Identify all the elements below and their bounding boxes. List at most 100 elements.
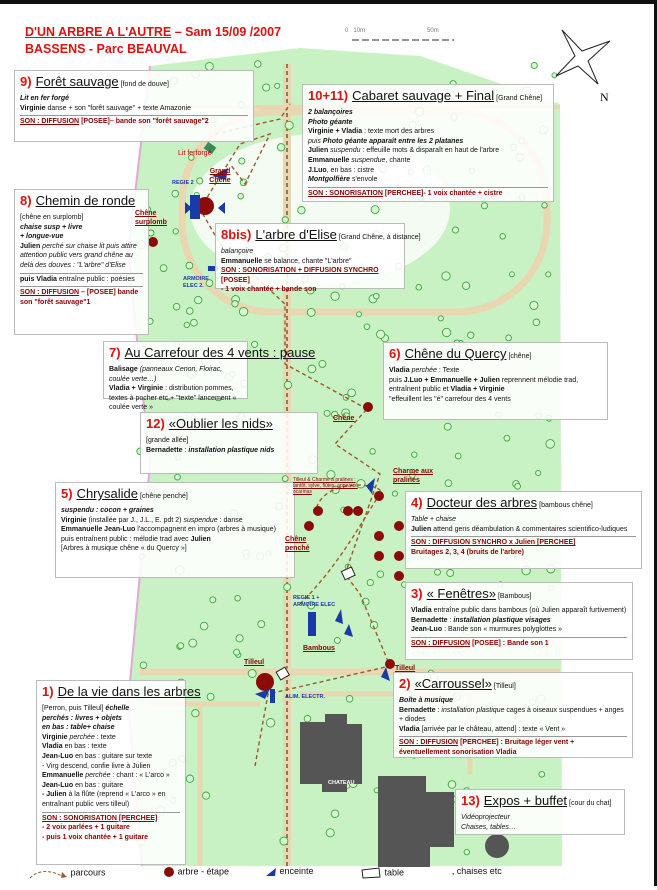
stage-text: entraîne public : poésies xyxy=(56,275,135,283)
tree-icon xyxy=(194,295,203,305)
title-location: BASSENS - Parc BEAUVAL xyxy=(25,42,187,56)
stage-text: perchés : livres + objets xyxy=(42,714,122,722)
stage-box-5: 5)Chrysalide[chêne penché]suspendu : coc… xyxy=(55,482,295,578)
legend-label: arbre - étape xyxy=(177,866,230,877)
tree-icon xyxy=(183,321,190,329)
stage-text: Montgolfière xyxy=(308,176,350,184)
stage-header: 13)Expos + buffet[cour du chat] xyxy=(461,793,619,812)
tree-icon xyxy=(209,596,217,604)
stage-line: SON : SONORISATION + DIFFUSION SYNCHRO [… xyxy=(221,266,399,285)
stage-tree-icon xyxy=(374,531,384,541)
stage-text: installation plastique visages xyxy=(453,616,551,624)
tree-icon xyxy=(441,271,451,281)
stage-line: Julien suspendu : effeuille mots & dispa… xyxy=(308,146,548,156)
stage-text: Bernadette xyxy=(146,446,183,454)
stage-text: J.Luo + Emmanuelle + Julien xyxy=(403,376,500,384)
control-units xyxy=(190,195,316,703)
stage-text: entraîne public dans bambous (où Julien … xyxy=(431,607,627,614)
stage-text: perché sur chaise lit puis attire attent… xyxy=(20,242,137,269)
tree-icon xyxy=(283,380,293,390)
tree-icon xyxy=(274,82,281,89)
stage-text: reprennent mélodie trad, entraînent publ… xyxy=(389,376,579,394)
stage-text: installation plastique xyxy=(441,706,505,714)
stage-text: , chante xyxy=(385,156,411,164)
map-label-tilleul-1: Tilleul xyxy=(244,659,265,666)
stage-note: [cour du chat] xyxy=(569,800,612,807)
stage-number: 1) xyxy=(42,684,54,699)
stage-text: suspendue xyxy=(183,516,218,524)
stage-header: 2)«Carroussel»[Tilleul] xyxy=(399,676,627,695)
stage-line: Julien attend gens déambulation & commen… xyxy=(411,525,636,535)
sound-text: Bruitages 2, 3, 4 (bruits de l'arbre) xyxy=(411,548,524,556)
tree-icon xyxy=(499,233,506,240)
stage-line: - 2 voix parlées + 1 guitare xyxy=(42,823,180,833)
stage-text: [chêne en surplomb] xyxy=(20,214,84,221)
stage-text: cages à oiseaux suspendues + anges + dio… xyxy=(399,706,624,724)
tree-icon xyxy=(206,692,215,701)
tree-icon xyxy=(172,228,179,235)
stage-tree-icon xyxy=(196,197,214,215)
stage-note: [fond de douve] xyxy=(120,81,169,88)
stage-tree-icon xyxy=(374,491,384,501)
tree-icon xyxy=(530,61,538,70)
tree-icon xyxy=(281,216,289,224)
tree-icon xyxy=(532,318,541,327)
stage-text: (installée par J., J.L., E. pdt 2) xyxy=(86,516,184,524)
tree-icon xyxy=(279,836,289,846)
stage-line: perchés : livres + objets xyxy=(42,714,180,724)
stage-number: 9) xyxy=(20,74,32,89)
stage-title: Chêne du Quercy xyxy=(404,346,507,361)
stage-text: : texte mort des arbres xyxy=(362,128,435,136)
stage-text: , en bas : cistre xyxy=(326,166,375,174)
tree-icon xyxy=(545,271,552,278)
stage-text: Emmanuelle xyxy=(221,257,263,265)
map-label-bambous: Bambous xyxy=(303,645,335,652)
tree-icon xyxy=(196,177,204,185)
stage-box-8bis: 8bis)L'arbre d'Elise[Grand Chêne, à dist… xyxy=(215,223,421,293)
stage-text: Julien xyxy=(20,242,41,250)
map-label-alim: ALIM. ELECTR. xyxy=(285,694,326,700)
stage-text: suspendu : cocon + graines xyxy=(61,507,154,514)
stage-note: [Bambous] xyxy=(497,593,532,600)
stage-line: suspendu : cocon + graines xyxy=(61,506,289,516)
stage-text: Lit en fer forgé xyxy=(20,95,70,102)
tree-icon xyxy=(306,307,316,317)
legend-enceinte: enceinte xyxy=(265,866,314,877)
stage-text: Boîte à musique xyxy=(399,697,454,704)
stage-line: [Perron, puis Tilleul] échelle xyxy=(42,704,180,714)
stage-line: Jean-Luo en bas : guitare xyxy=(42,781,180,791)
tree-icon xyxy=(331,410,339,419)
tree-icon xyxy=(262,83,271,92)
stage-tree-icon xyxy=(304,521,314,531)
stage-text: perchée xyxy=(83,772,111,780)
stage-line: Vidéoprojecteur xyxy=(461,813,619,823)
tree-icon xyxy=(326,470,336,480)
stage-line: + longue-vue xyxy=(20,232,143,242)
stage-line: puis Photo géante apparaît entre les 2 p… xyxy=(308,137,548,147)
stage-line: Bernadette : installation plastique cage… xyxy=(399,706,627,725)
stage-text: [arrivée par le château, attend] : texte… xyxy=(419,725,566,733)
stage-header: 6)Chêne du Quercy[chêne] xyxy=(389,346,602,365)
legend-chaises: ‚ chaises etc xyxy=(452,866,502,877)
stage-tree-icon xyxy=(363,402,373,412)
stage-text: Julien xyxy=(411,525,432,533)
stage-title: Au Carrefour des 4 vents : pause xyxy=(124,345,316,360)
tree-icon xyxy=(503,434,511,442)
tree-icon xyxy=(191,709,200,718)
stage-text: + longue-vue xyxy=(20,233,64,241)
tree-icon xyxy=(251,340,259,348)
stage-box-10: 10+11)Cabaret sauvage + Final[Grand Chên… xyxy=(302,84,554,202)
scale-10m: 10m xyxy=(353,28,366,34)
tree-icon xyxy=(330,291,340,301)
tree-icon xyxy=(306,601,316,610)
stage-text: Photo géante apparaît entre les 2 platan… xyxy=(322,137,464,145)
sound-text: [POSEE] : Bande son 1 xyxy=(470,639,549,647)
stage-text: danse + son "forêt sauvage" + texte Amaz… xyxy=(45,104,191,112)
tree-icon xyxy=(323,409,331,417)
tree-icon xyxy=(185,261,194,270)
stage-line: chaise susp + livre xyxy=(20,223,143,233)
stage-text: se balance, chante "L'arbre" xyxy=(262,257,352,265)
stage-text: [Arbres à musique chêne « du Quercy »] xyxy=(61,545,187,553)
tree-icon xyxy=(186,307,194,315)
stage-line: Emmanuelle se balance, chante "L'arbre" xyxy=(221,257,399,267)
